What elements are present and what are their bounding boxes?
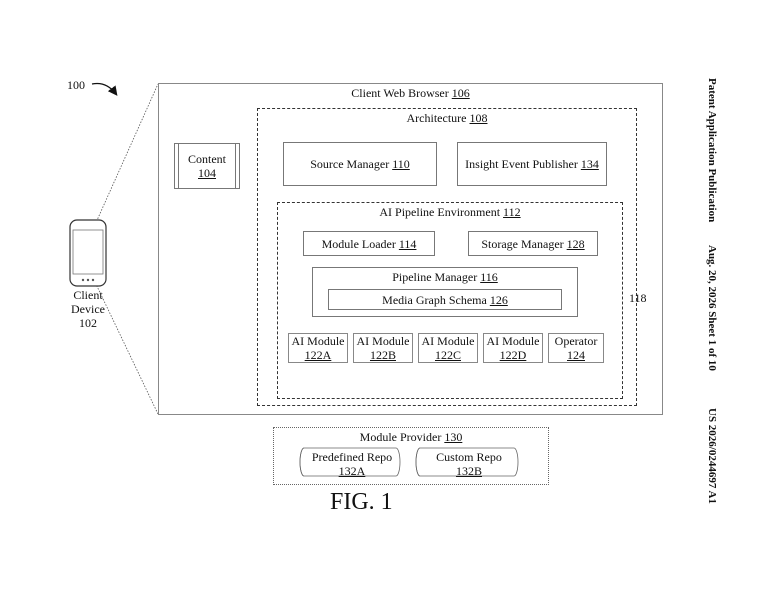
client-web-browser-title: Client Web Browser 106 xyxy=(158,86,663,100)
client-device-label: Client Device 102 xyxy=(68,288,108,330)
insight-event-publisher-box: Insight Event Publisher 134 xyxy=(457,142,607,186)
custom-repo-label: Custom Repo 132B xyxy=(420,450,518,478)
ref-100: 100 xyxy=(67,78,85,92)
content-box: Content 104 xyxy=(174,143,240,189)
content-box-inner-left xyxy=(178,143,179,189)
ai-pipeline-environment-title: AI Pipeline Environment 112 xyxy=(277,205,623,219)
source-manager-box: Source Manager 110 xyxy=(283,142,437,186)
publication-number: US 2026/0244697 A1 xyxy=(706,408,718,504)
ai-module-122d: AI Module 122D xyxy=(483,333,543,363)
ai-module-122a: AI Module 122A xyxy=(288,333,348,363)
ref-100-arrow xyxy=(92,83,116,94)
media-graph-schema-box: Media Graph Schema 126 xyxy=(328,289,562,310)
operator-124: Operator 124 xyxy=(548,333,604,363)
storage-manager-box: Storage Manager 128 xyxy=(468,231,598,256)
architecture-title: Architecture 108 xyxy=(257,111,637,125)
ai-module-122c: AI Module 122C xyxy=(418,333,478,363)
publication-date-sheet: Aug. 20, 2026 Sheet 1 of 10 xyxy=(706,245,718,371)
ai-module-122b: AI Module 122B xyxy=(353,333,413,363)
pipeline-manager-title: Pipeline Manager 116 xyxy=(312,270,578,284)
predefined-repo-label: Predefined Repo 132A xyxy=(304,450,400,478)
content-box-inner-right xyxy=(235,143,236,189)
projection-line-top xyxy=(94,84,158,227)
publication-type: Patent Application Publication xyxy=(706,78,718,222)
client-device-icon xyxy=(70,220,106,286)
module-provider-title: Module Provider 130 xyxy=(273,430,549,444)
ref-118: 118 xyxy=(629,291,647,305)
figure-label: FIG. 1 xyxy=(330,488,393,516)
module-loader-box: Module Loader 114 xyxy=(303,231,435,256)
